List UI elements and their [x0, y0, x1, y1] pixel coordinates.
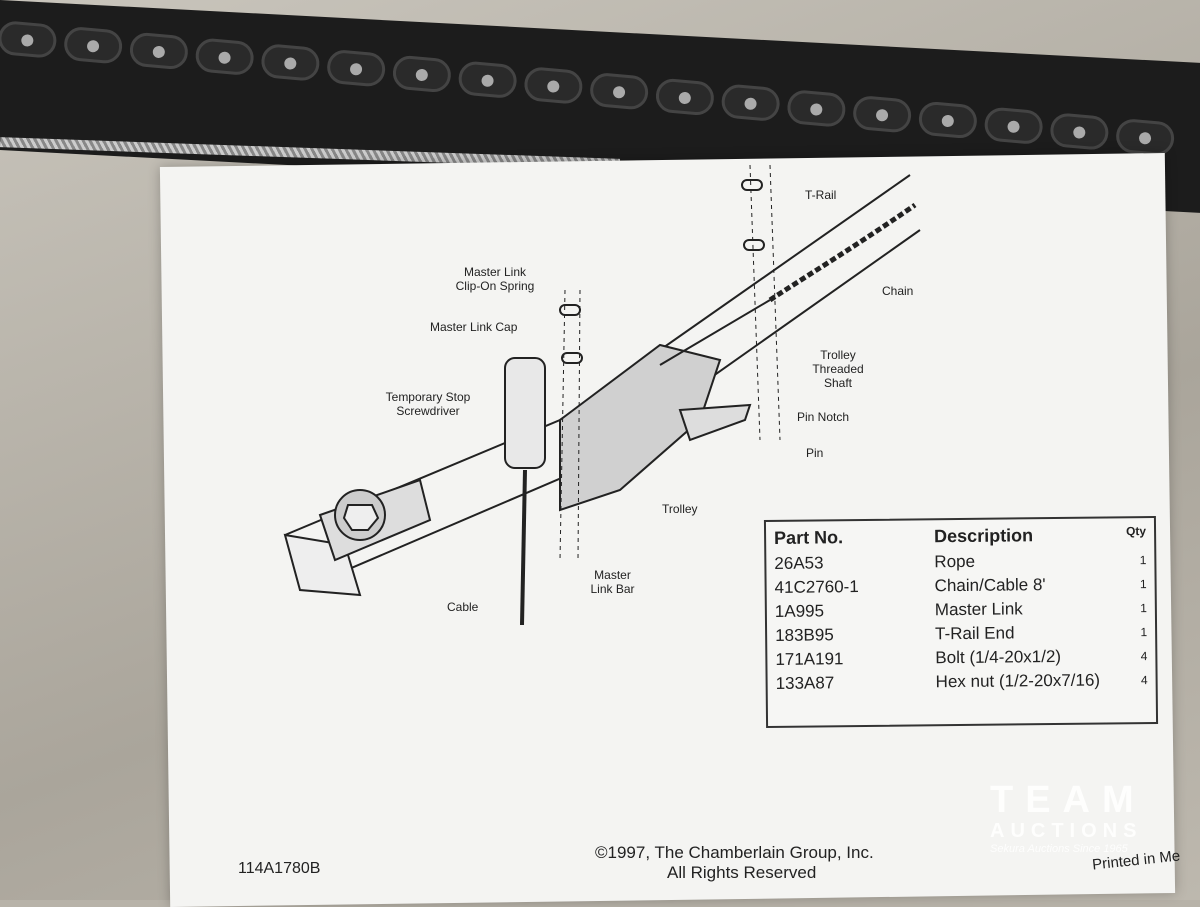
part-number: 133A87: [775, 673, 835, 693]
label-t-rail: T-Rail: [805, 188, 837, 202]
label-pin: Pin: [806, 446, 824, 460]
part-number: 41C2760-1: [774, 577, 859, 597]
part-qty: 1: [1139, 553, 1147, 568]
part-qty: 1: [1140, 601, 1147, 616]
part-description: T-Rail End: [935, 623, 1015, 644]
label-master-link-bar: Master Link Bar: [590, 568, 635, 596]
watermark-line1: TEAM: [990, 779, 1146, 821]
rights-reserved: All Rights Reserved: [667, 863, 817, 882]
header-part-no: Part No.: [774, 527, 844, 548]
label-master-link-cap: Master Link Cap: [430, 320, 518, 334]
team-auctions-watermark: TEAM AUCTIONS Sekura Auctions Since 1965: [990, 780, 1146, 855]
label-screwdriver: Temporary Stop Screwdriver: [385, 390, 471, 418]
part-qty: 1: [1139, 577, 1147, 592]
part-number: 183B95: [775, 625, 834, 645]
part-description: Rope: [934, 551, 976, 572]
label-master-link-spring: Master Link Clip-On Spring: [455, 265, 535, 293]
table-row: 133A87 Hex nut (1/2-20x7/16) 4: [776, 668, 1148, 696]
part-description: Hex nut (1/2-20x7/16): [935, 670, 1101, 692]
part-description: Master Link: [934, 599, 1023, 620]
watermark-line2: AUCTIONS: [990, 820, 1143, 842]
doc-number: 114A1780B: [238, 860, 321, 877]
label-trolley-shaft: Trolley Threaded Shaft: [812, 348, 864, 390]
part-number: 1A995: [774, 601, 825, 621]
watermark-line3: Sekura Auctions Since 1965: [990, 843, 1128, 855]
header-description: Description: [933, 525, 1034, 547]
label-chain: Chain: [882, 284, 914, 298]
label-pin-notch: Pin Notch: [797, 410, 850, 424]
part-qty: 4: [1140, 673, 1148, 688]
label-cable: Cable: [447, 600, 479, 614]
part-qty: 4: [1140, 649, 1148, 664]
part-description: Chain/Cable 8': [934, 575, 1046, 596]
part-qty: 1: [1140, 625, 1148, 640]
part-description: Bolt (1/4-20x1/2): [935, 646, 1062, 668]
parts-table: Part No. Description Qty 26A53 Rope 1 41C2…: [763, 515, 1159, 729]
copyright: ©1997, The Chamberlain Group, Inc.: [595, 843, 874, 862]
part-number: 26A53: [774, 553, 824, 573]
parts-table-header: Part No. Description Qty: [774, 524, 1146, 549]
header-qty: Qty: [1125, 524, 1147, 539]
label-trolley: Trolley: [662, 502, 698, 516]
part-number: 171A191: [775, 649, 844, 669]
